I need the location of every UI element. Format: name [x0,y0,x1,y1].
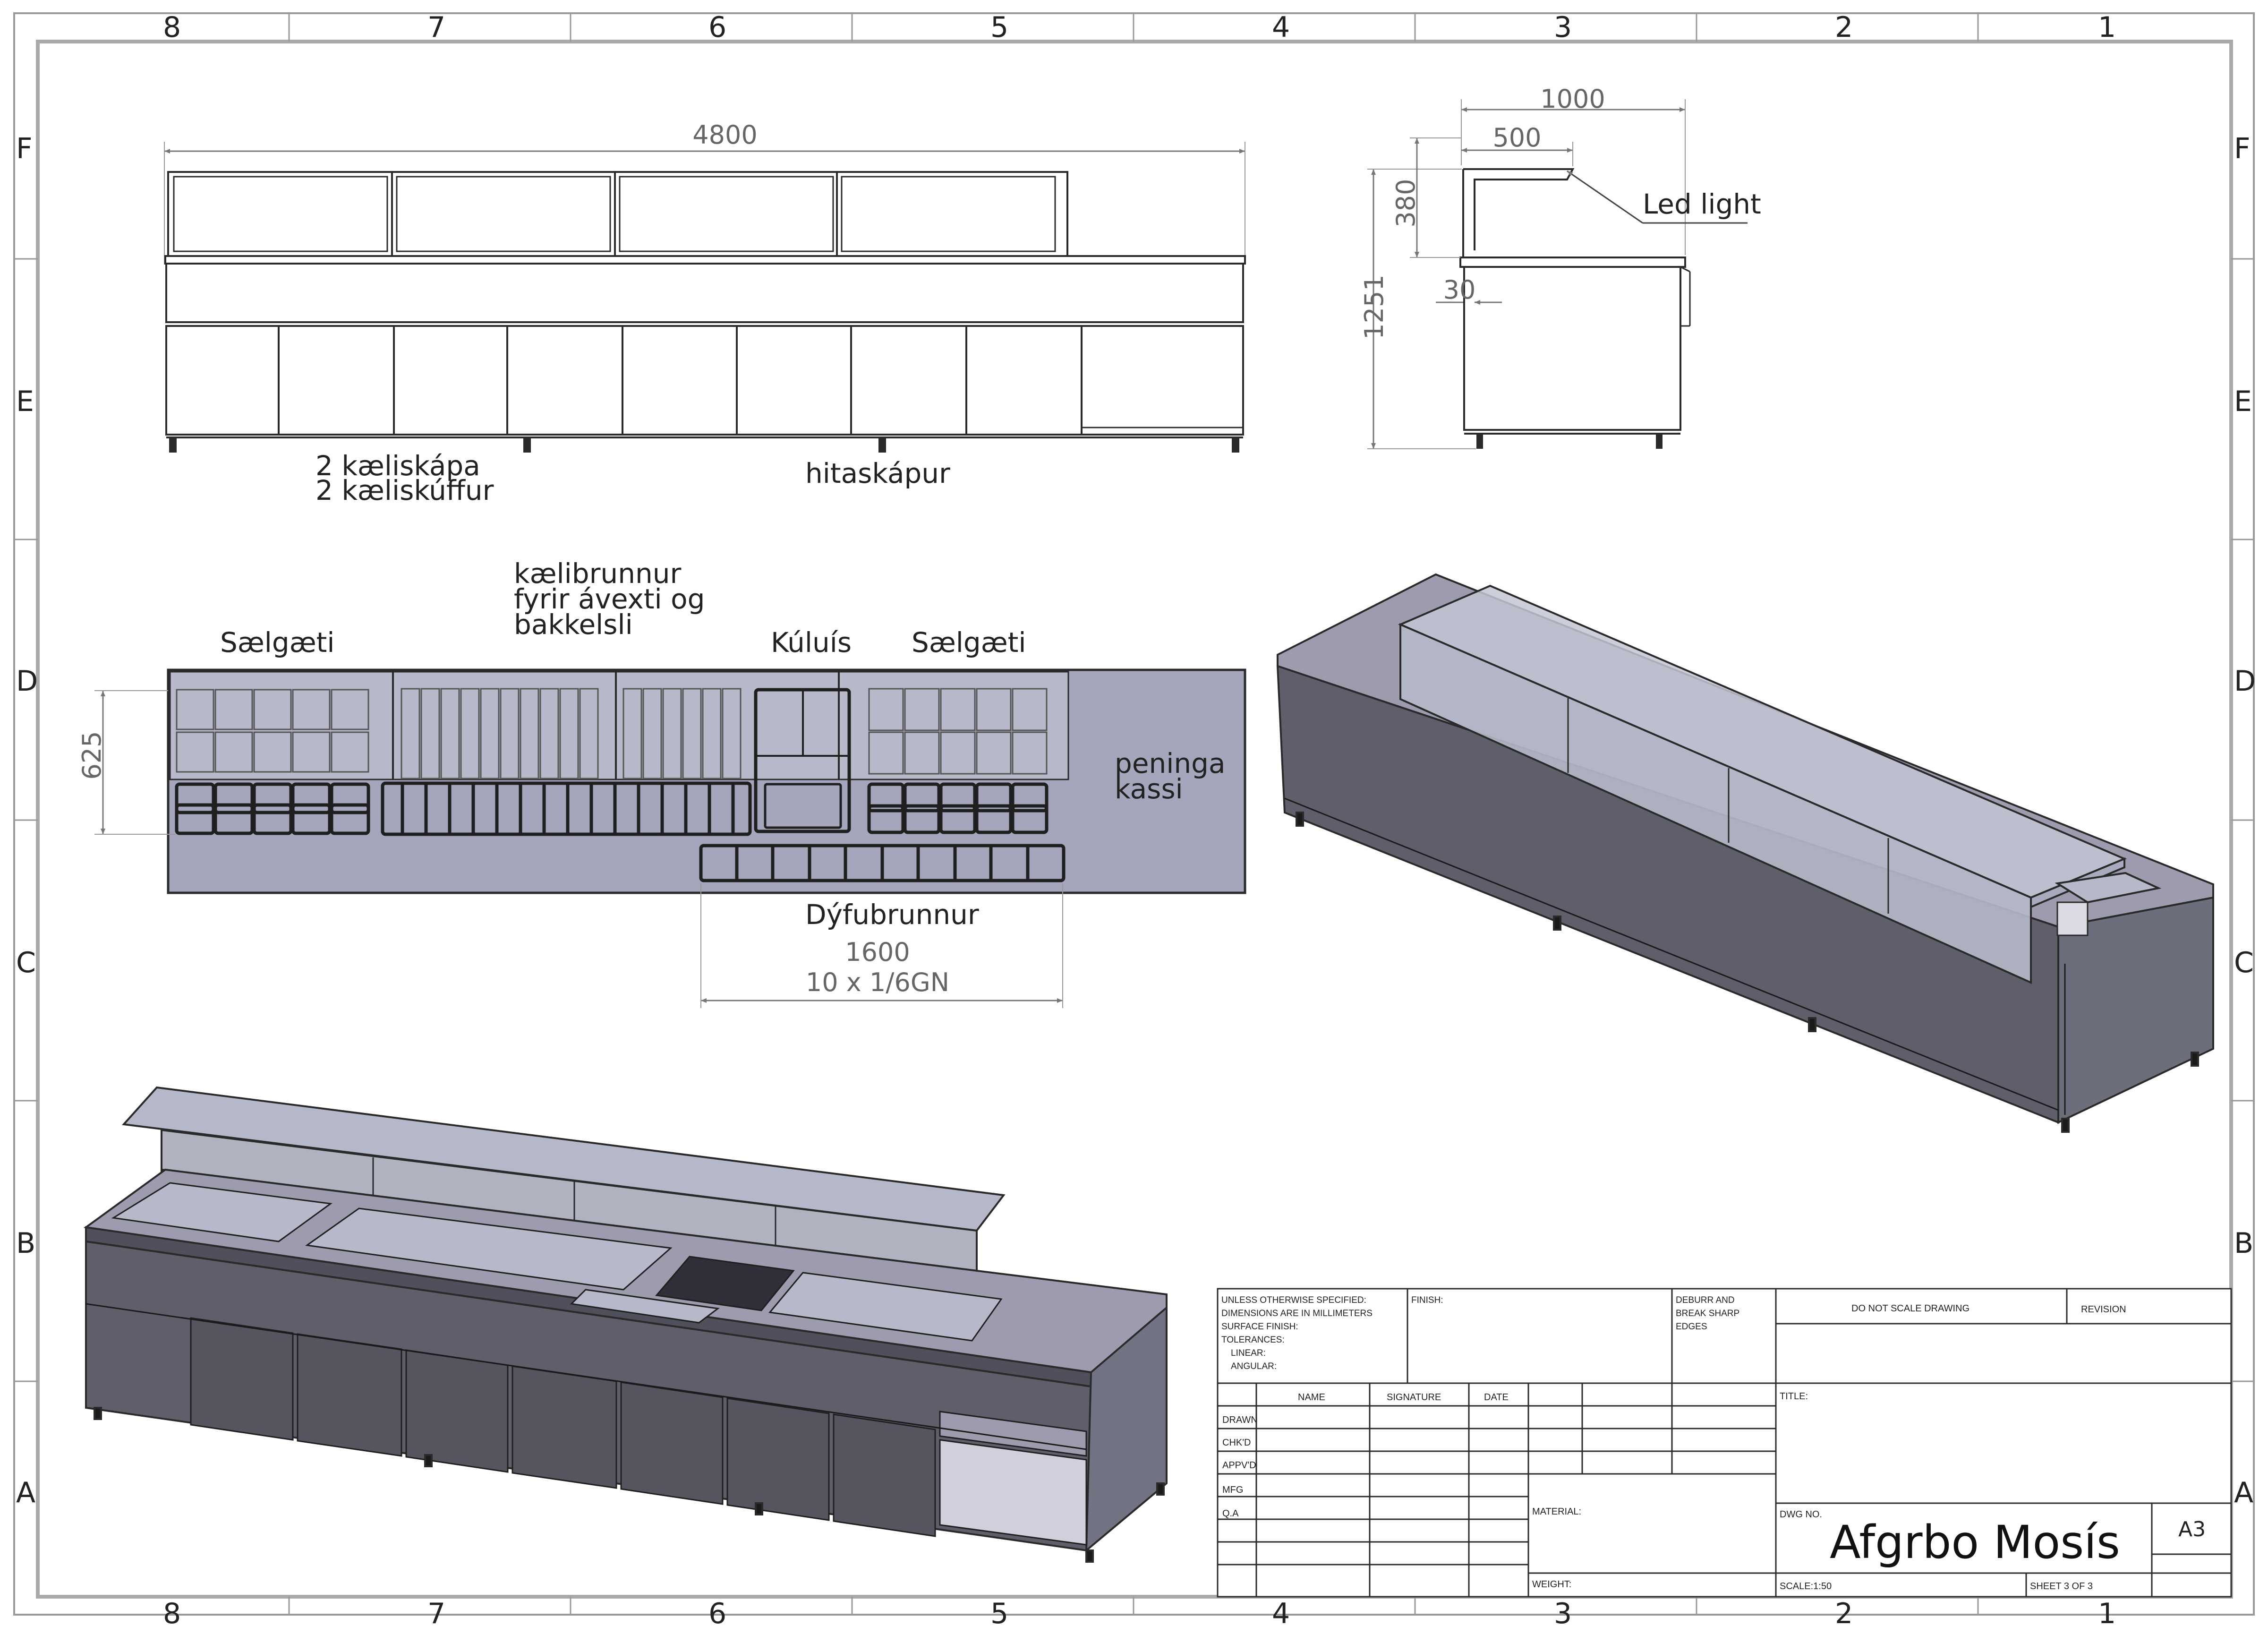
zone-label: 2 [1835,1597,1853,1626]
side-view [1367,99,1748,449]
top-view [94,668,1246,1008]
tb-scale: SCALE:1:50 [1780,1581,1832,1592]
dim-width-625: 625 [77,731,107,779]
label-fridge-drawers: 2 kæliskúffur [315,474,494,506]
zone-label: D [2234,665,2256,698]
label-fruit-well-2: fyrir ávexti og [514,583,705,615]
front-view [164,142,1246,453]
zone-labels-right: F E D C B A [2234,132,2256,1509]
tb-row-drawn: DRAWN [1222,1415,1258,1425]
dim-dip-1600: 1600 [845,937,910,967]
title-block [1217,1288,2232,1598]
dim-depth-1000: 1000 [1540,84,1605,114]
zone-labels-top: 8 7 6 5 4 3 2 1 [163,11,2116,44]
inner-border [36,40,2233,1599]
zone-label: D [16,665,38,698]
tb-drawing-name: Afgrbo Mosís [1830,1516,2120,1569]
zone-label: A [16,1476,35,1509]
zone-label: 2 [1835,11,1853,44]
tb-row-checked: CHK'D [1222,1438,1251,1448]
label-heating-cabinet: hitaskápur [805,457,950,489]
tb-date: DATE [1484,1392,1509,1403]
zone-label: 5 [990,1597,1008,1626]
tb-row-mfg: MFG [1222,1485,1243,1495]
label-fruit-well-3: bakkelsli [514,608,633,641]
tb-row-approved: APPV'D [1222,1460,1256,1471]
zone-label: F [2234,132,2251,165]
tb-weight: WEIGHT: [1532,1579,1571,1590]
tb-sheet: SHEET 3 OF 3 [2030,1581,2093,1592]
tb-do-not-scale: DO NOT SCALE DRAWING [1851,1303,1970,1314]
zone-label: B [2234,1227,2253,1260]
zone-label: 3 [1554,1597,1572,1626]
zone-label: F [16,132,33,165]
tb-revision: REVISION [2081,1304,2126,1315]
zone-label: 1 [2098,1597,2116,1626]
zone-label: 4 [1272,1597,1290,1626]
tb-size: A3 [2178,1517,2206,1541]
zone-label: A [2234,1476,2253,1509]
zone-label: 8 [163,1597,181,1626]
zone-label: 7 [427,1597,445,1626]
zone-label: 8 [163,11,181,44]
tb-material: MATERIAL: [1532,1506,1581,1517]
dim-height-1251: 1251 [1359,274,1389,339]
tb-finish: FINISH: [1411,1295,1443,1305]
tb-deburr-2: BREAK SHARP [1676,1309,1739,1318]
tb-deburr-3: EDGES [1676,1322,1707,1332]
title-block-text: UNLESS OTHERWISE SPECIFIED: DIMENSIONS A… [1221,1295,2206,1592]
zone-label: E [2234,385,2252,418]
zone-label: C [2234,946,2254,979]
label-cash-box-2: kassi [1115,773,1183,805]
tb-deburr-1: DEBURR AND [1676,1295,1735,1305]
zone-label: E [16,385,34,418]
zone-labels-left: F E D C B A [16,132,38,1509]
zone-labels-bottom: 8 7 6 5 4 3 2 1 [163,1597,2116,1626]
label-cash-box-1: peninga [1115,747,1226,779]
label-sweets-right: Sælgæti [912,626,1026,659]
zone-label: 7 [427,11,445,44]
zone-ticks [14,13,2254,1615]
zone-label: 6 [708,1597,726,1626]
zone-label: 3 [1554,11,1572,44]
tb-angular: ANGULAR: [1231,1361,1277,1371]
zone-label: 4 [1272,11,1290,44]
zone-label: C [16,946,36,979]
label-led-light: Led light [1643,188,1761,220]
tb-dwg-no: DWG NO. [1780,1509,1822,1520]
tb-title: TITLE: [1780,1391,1808,1402]
tb-dimensions: DIMENSIONS ARE IN MILLIMETERS [1221,1309,1373,1318]
zone-label: 6 [708,11,726,44]
zone-label: 1 [2098,11,2116,44]
label-sweets-left: Sælgæti [220,626,335,659]
iso-view-front [83,1086,1168,1563]
dim-length-4800: 4800 [692,120,757,150]
zone-label: B [16,1227,35,1260]
label-dip-well: Dýfubrunnur [805,899,979,931]
dim-small-30: 30 [1443,275,1476,305]
label-ice-cream: Kúluís [771,626,852,659]
tb-linear: LINEAR: [1231,1348,1266,1358]
dim-shelf-500: 500 [1492,123,1541,153]
tb-row-qa: Q.A [1222,1508,1239,1519]
tb-unless: UNLESS OTHERWISE SPECIFIED: [1221,1295,1366,1305]
iso-view-back [1276,573,2214,1133]
zone-label: 5 [990,11,1008,44]
tb-name: NAME [1298,1392,1325,1403]
tb-surface: SURFACE FINISH: [1221,1322,1298,1332]
dim-glass-380: 380 [1391,179,1421,227]
label-fridge-cabinets: 2 kæliskápa [315,450,480,482]
label-fruit-well-1: kælibrunnur [514,557,681,590]
dim-gn-containers: 10 x 1/6GN [806,967,949,997]
tb-signature: SIGNATURE [1387,1392,1441,1403]
tb-tolerances: TOLERANCES: [1221,1335,1285,1345]
